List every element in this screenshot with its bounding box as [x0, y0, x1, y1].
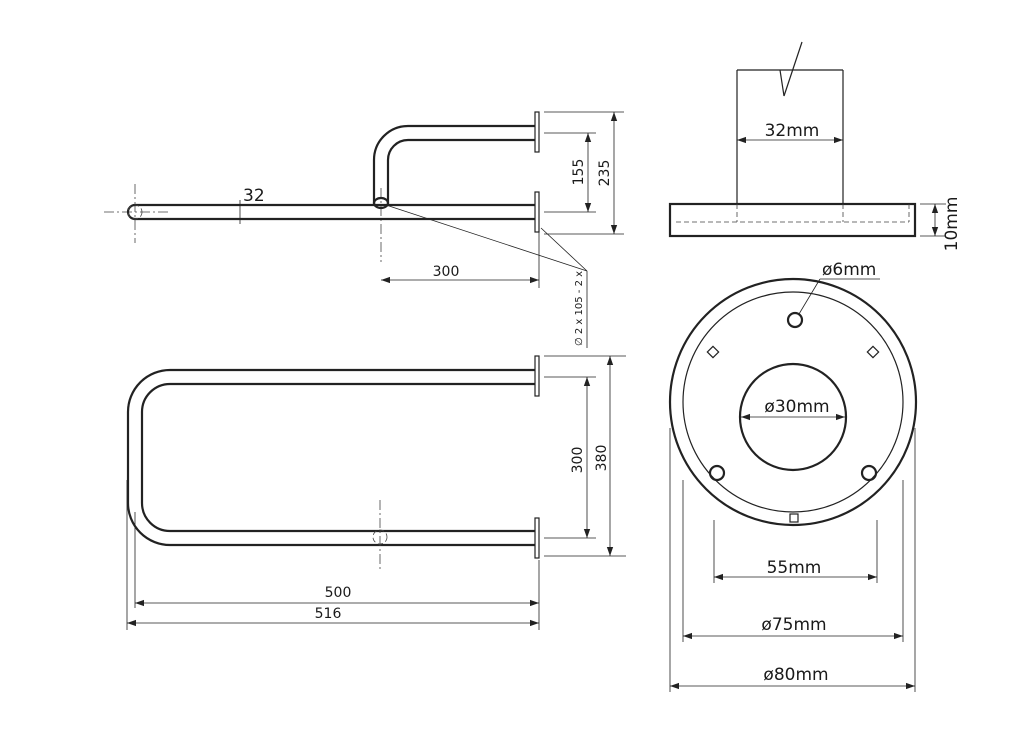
dim-side-depth: 300: [433, 264, 460, 280]
dim-hole-spacing: 55mm: [767, 558, 822, 578]
dim-total-height: 235: [597, 160, 613, 187]
dim-length-inner: 500: [325, 585, 352, 601]
dim-plate-thickness: 10mm: [942, 197, 962, 252]
side-view: 32 300 155 235 ∅ 2 x 105 - 2 x: [104, 111, 624, 348]
dim-center-hole: ø30mm: [764, 397, 829, 417]
dim-small-height: 155: [571, 159, 587, 186]
plate-plan-view: ø6mm ø30mm 55mm ø75mm ø80mm: [668, 260, 918, 692]
dim-front-inner-span: 300: [570, 447, 586, 474]
dim-hole: ø6mm: [822, 260, 876, 280]
dim-outer-diameter: ø80mm: [763, 665, 828, 685]
dim-length-outer: 516: [315, 606, 342, 622]
dim-front-outer-span: 380: [594, 445, 610, 472]
dim-tube-width: 32mm: [765, 121, 820, 141]
plate-section-view: 32mm 10mm: [668, 41, 962, 252]
mount-note: ∅ 2 x 105 - 2 x: [574, 271, 585, 346]
dim-tube-diameter: 32: [243, 186, 265, 206]
dim-inner-diameter: ø75mm: [761, 615, 826, 635]
front-view: 300 380 500 516: [126, 355, 626, 630]
